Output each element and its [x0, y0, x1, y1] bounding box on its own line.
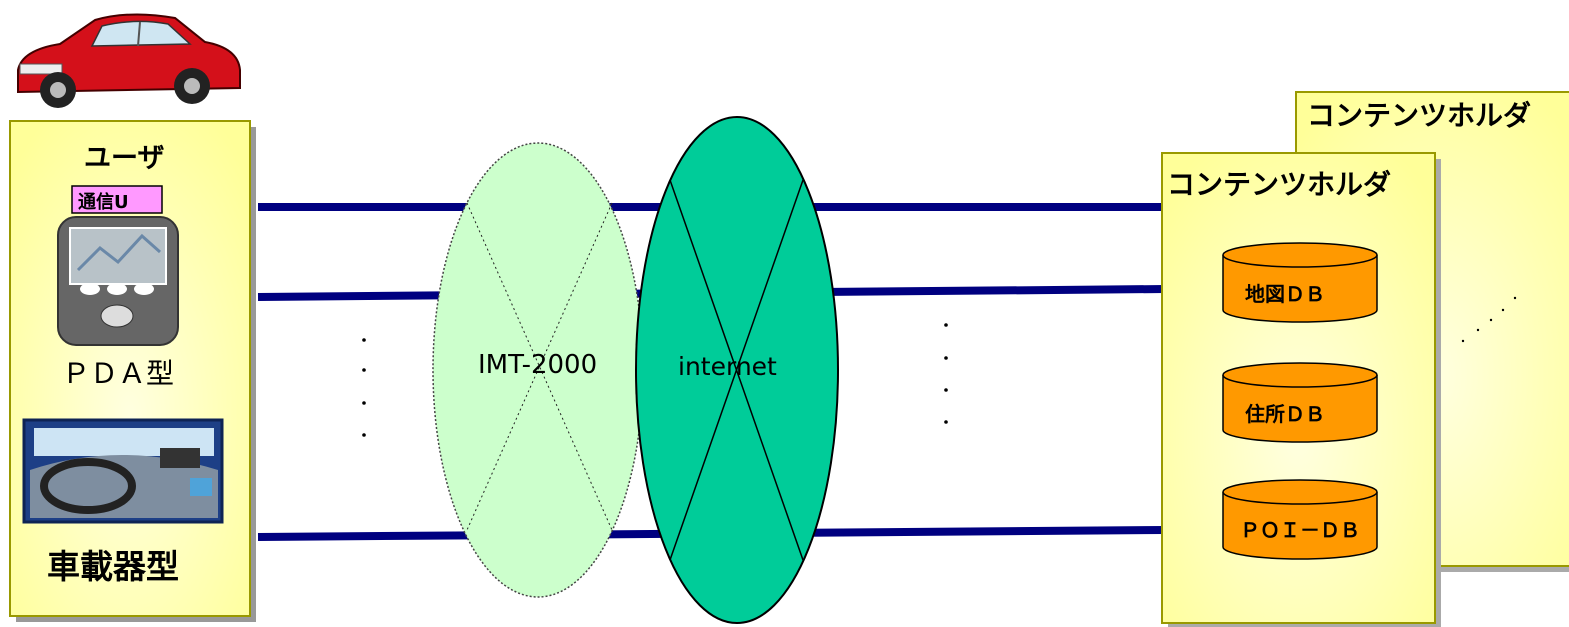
car-icon: [17, 13, 241, 108]
comm-unit-badge: [71, 185, 163, 214]
database-cylinder: [1222, 362, 1378, 443]
ellipsis-dots-right: [944, 323, 948, 424]
content-holder-front: [1161, 152, 1441, 627]
comm-unit-label: 通信U: [78, 192, 129, 213]
pda-type-label: ＰＤＡ型: [62, 357, 175, 390]
user-panel-title: ユーザ: [84, 143, 165, 174]
poi-db-label: ＰＯＩ－ＤＢ: [1240, 518, 1360, 542]
imt-2000-label: IMT-2000: [478, 350, 598, 380]
database-cylinder: [1222, 242, 1378, 323]
address-db-label: 住所ＤＢ: [1245, 402, 1325, 426]
content-holder-front-title: コンテンツホルダ: [1167, 168, 1392, 201]
content-holder-back-title: コンテンツホルダ: [1307, 99, 1532, 132]
internet-label: internet: [678, 352, 777, 381]
pda-device-icon: [57, 216, 179, 346]
user-panel: [9, 120, 256, 622]
car-dashboard-icon: [22, 418, 224, 524]
map-db-label: 地図ＤＢ: [1245, 282, 1325, 306]
database-cylinder: [1222, 479, 1378, 560]
ellipsis-dots-left: [362, 338, 366, 437]
internet-network: [635, 116, 839, 624]
car-type-label: 車載器型: [47, 547, 179, 586]
